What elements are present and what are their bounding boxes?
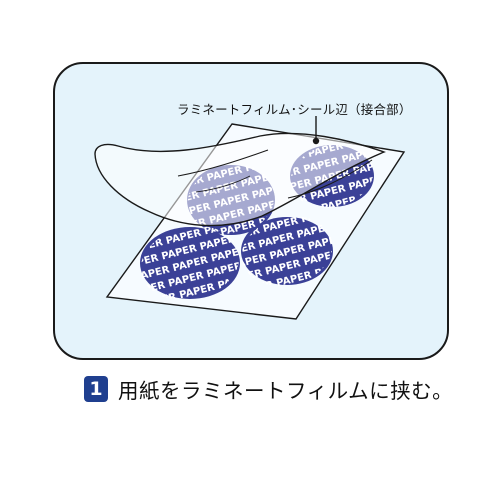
step-caption: 1 用紙をラミネートフィルムに挟む。	[84, 374, 453, 404]
film-highlight	[177, 149, 269, 177]
step-instruction-text: 用紙をラミネートフィルムに挟む。	[118, 379, 454, 403]
callout-leader-dot	[312, 137, 320, 145]
front-film-flap	[94, 132, 386, 227]
film-highlight	[287, 159, 373, 199]
step-number-badge: 1	[84, 376, 108, 402]
film-highlight	[195, 175, 251, 193]
seal-edge-callout-label: ラミネートフィルム･シール辺（接合部）	[177, 102, 412, 117]
